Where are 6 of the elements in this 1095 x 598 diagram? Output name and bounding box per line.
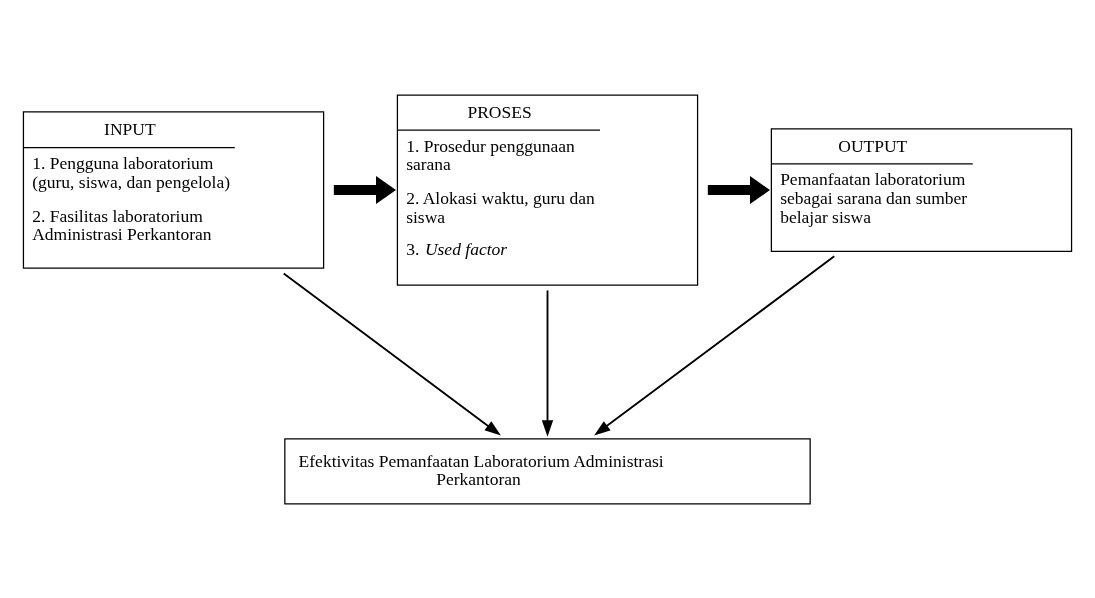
arrow [282, 272, 501, 435]
arrow [707, 175, 770, 204]
node-box: Efektivitas Pemanfaatan Laboratorium Administrasi Perkantoran [284, 437, 811, 505]
arrow [594, 254, 836, 435]
arrow [333, 175, 396, 204]
arrow [541, 289, 554, 437]
